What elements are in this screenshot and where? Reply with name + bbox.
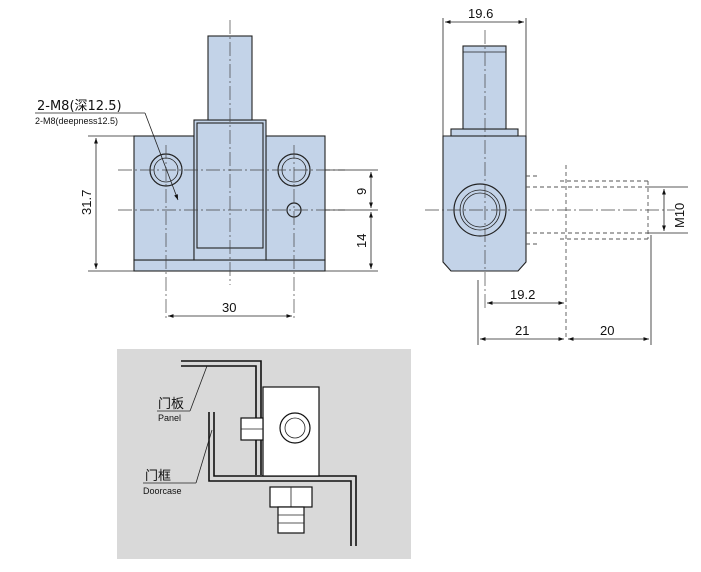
front-view: 2-M8(深12.5) 2-M8(deepness12.5) 31.7 30 9…	[35, 20, 378, 320]
dim-21-text: 21	[515, 323, 529, 338]
dim-m10-text: M10	[672, 203, 687, 228]
doorcase-label-en: Doorcase	[143, 486, 182, 496]
install-view: 门板 Panel 门框 Doorcase	[117, 349, 411, 559]
doorcase-sheet	[208, 412, 352, 546]
dim-top-text: 19.6	[468, 6, 493, 21]
dim-19-2-text: 19.2	[510, 287, 535, 302]
callout-label-en: 2-M8(deepness12.5)	[35, 116, 118, 126]
callout-label-cn: 2-M8(深12.5)	[37, 99, 122, 114]
panel-label-leader	[189, 365, 208, 412]
install-lower-bolt	[277, 506, 305, 534]
panel-label-cn: 门板	[158, 397, 184, 412]
dim-20-text: 20	[600, 323, 614, 338]
doorcase-label-leader	[195, 429, 213, 484]
side-shoulder	[450, 128, 519, 137]
install-hinge-hole-outer	[279, 412, 311, 444]
side-view: 19.6 19.2 21 20 M10	[425, 6, 688, 345]
front-base-strip	[133, 259, 326, 272]
dim-height-text: 31.7	[79, 190, 94, 215]
install-hinge-hole-inner	[284, 417, 306, 439]
side-pin-shaft	[462, 45, 507, 130]
dim-width-text: 30	[222, 300, 236, 315]
panel-label-en: Panel	[158, 413, 181, 423]
callout-leader	[144, 112, 179, 201]
doorcase-label-cn: 门框	[145, 469, 171, 484]
dim-upper-text: 9	[354, 188, 369, 195]
dim-lower-text: 14	[354, 234, 369, 248]
